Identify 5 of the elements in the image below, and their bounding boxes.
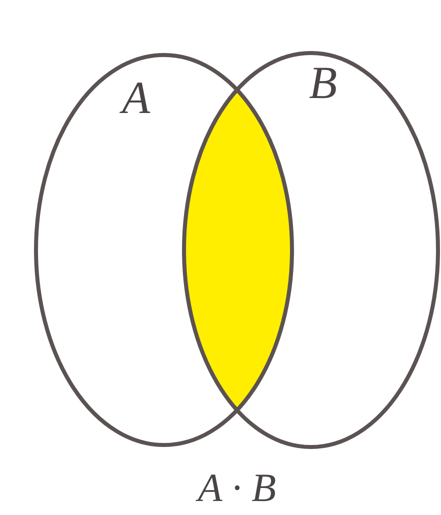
set-ellipse	[34, 53, 294, 447]
set-label: A	[122, 75, 150, 121]
intersection-label: A · B	[198, 468, 276, 508]
set-label: B	[309, 60, 338, 106]
set-ellipse	[182, 51, 440, 449]
